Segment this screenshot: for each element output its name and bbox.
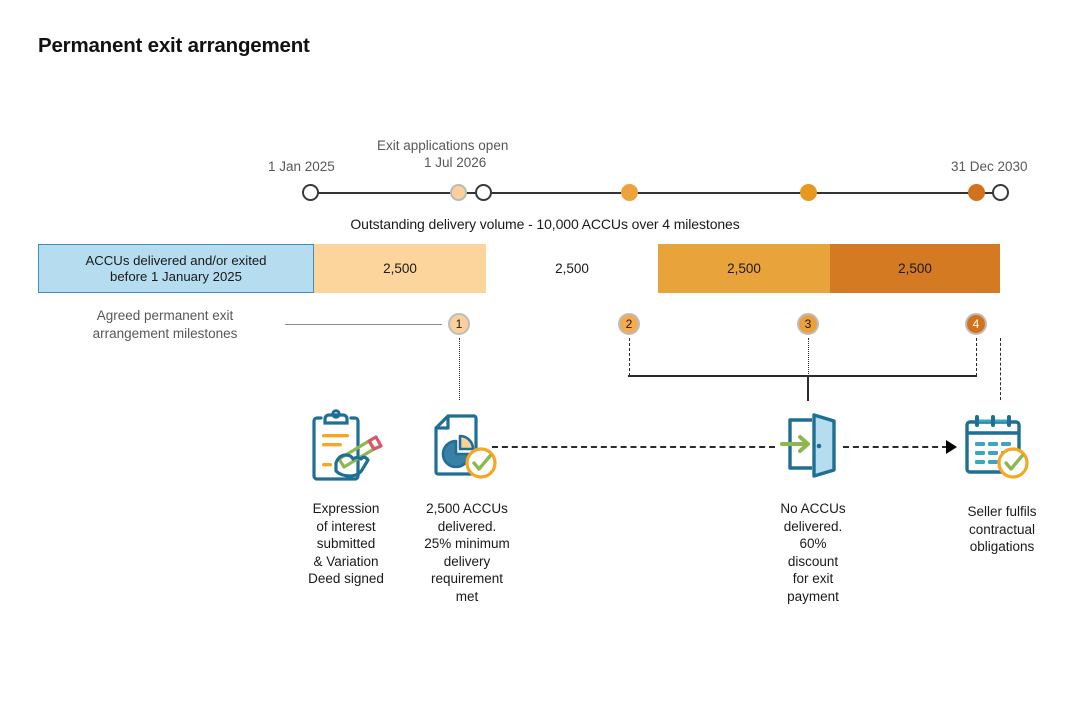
icon-calendar-check xyxy=(957,406,1043,486)
timeline-dot-milestone-3 xyxy=(799,184,817,201)
legend-box-line2: before 1 January 2025 xyxy=(110,268,242,284)
milestone-circle-1[interactable]: 1 xyxy=(448,313,470,335)
bar-segment-1: 2,500 xyxy=(314,244,486,293)
bar-segment-label: 2,500 xyxy=(555,260,589,276)
bar-segment-3: 2,500 xyxy=(658,244,830,293)
milestones-label: Agreed permanent exit arrangement milest… xyxy=(60,307,270,343)
timeline-end-label: 31 Dec 2030 xyxy=(951,159,1028,174)
bar-segment-4: 2,500 xyxy=(830,244,1000,293)
milestones-label-line1: Agreed permanent exit xyxy=(96,308,234,323)
connector-vertical-milestone-4 xyxy=(976,338,977,376)
legend-box-line1: ACCUs delivered and/or exited xyxy=(85,252,267,268)
timeline-dot-end xyxy=(991,184,1009,201)
timeline-dot-exit-open xyxy=(449,184,467,201)
milestones-leader-line xyxy=(285,324,442,326)
volume-heading: Outstanding delivery volume - 10,000 ACC… xyxy=(350,216,740,232)
timeline-axis-line xyxy=(310,192,1000,194)
timeline-dot-start xyxy=(301,184,319,201)
milestone-circle-3[interactable]: 3 xyxy=(797,313,819,335)
icon-clipboard-signing xyxy=(303,406,389,486)
milestone-circle-4[interactable]: 4 xyxy=(965,313,987,335)
connector-dashed-icon2-to-icon3 xyxy=(492,446,775,448)
timeline-exit-open-label-line2: 1 Jul 2026 xyxy=(424,155,487,170)
delivery-volume-bar: ACCUs delivered and/or exited before 1 J… xyxy=(38,244,1000,293)
timeline-dot-after-exit-open xyxy=(474,184,492,201)
timeline-exit-open-label-line1: Exit applications open xyxy=(377,138,509,153)
legend-box-delivered-before-2025: ACCUs delivered and/or exited before 1 J… xyxy=(38,244,314,293)
milestone-circle-2[interactable]: 2 xyxy=(618,313,640,335)
connector-vertical-milestone-1 xyxy=(459,338,460,400)
connector-vertical-milestone-3 xyxy=(808,338,809,376)
timeline-dot-milestone-4 xyxy=(967,184,985,201)
timeline-dot-milestone-2 xyxy=(620,184,638,201)
connector-vertical-milestone-2 xyxy=(629,338,630,376)
icon-exit-door xyxy=(772,406,858,486)
connector-dashed-icon3-to-icon4 xyxy=(843,446,948,448)
connector-vertical-to-final-icon xyxy=(1000,338,1001,400)
bar-segment-label: 2,500 xyxy=(727,260,761,276)
connector-bracket-horizontal xyxy=(628,375,977,377)
bar-segment-2: 2,500 xyxy=(486,244,658,293)
icon-document-piechart-check xyxy=(424,406,510,486)
timeline-start-label: 1 Jan 2025 xyxy=(268,159,335,174)
page-title: Permanent exit arrangement xyxy=(38,34,310,57)
milestones-label-line2: arrangement milestones xyxy=(92,326,238,341)
bar-segment-label: 2,500 xyxy=(383,260,417,276)
connector-bracket-stem xyxy=(807,375,809,401)
bar-segment-label: 2,500 xyxy=(898,260,932,276)
connector-arrowhead xyxy=(946,440,957,454)
